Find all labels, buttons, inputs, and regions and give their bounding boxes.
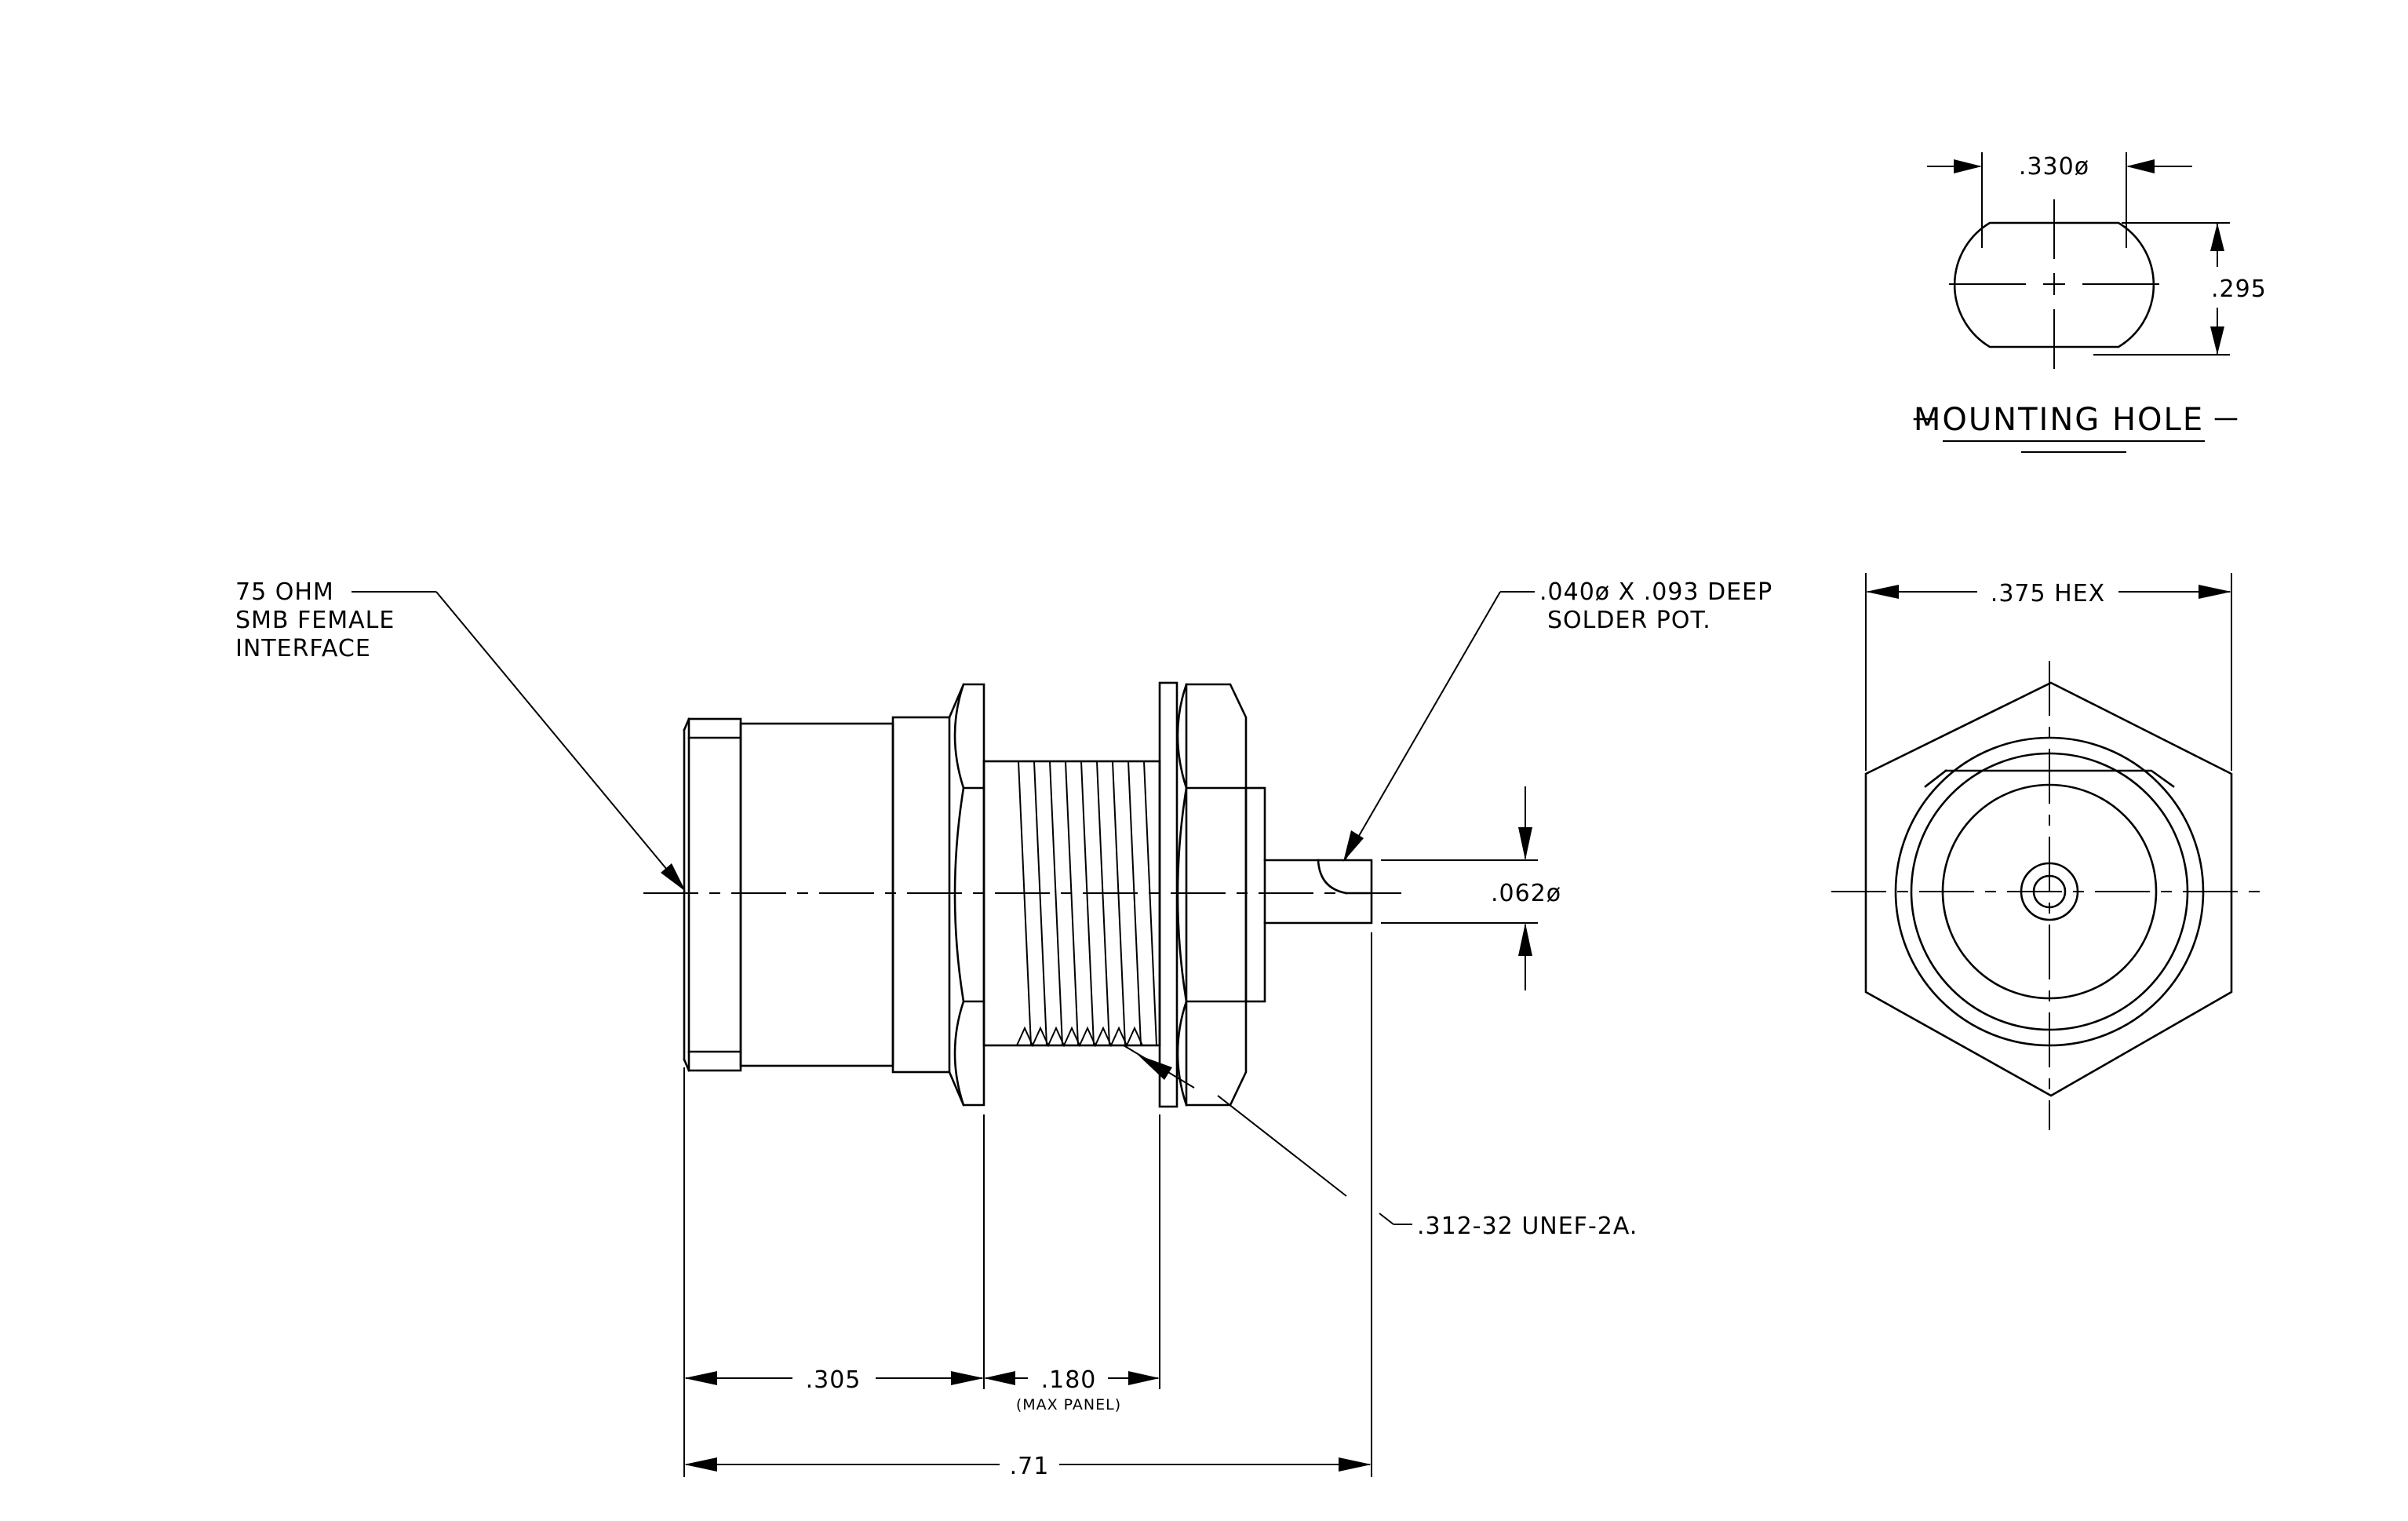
mounting-hole-view: .330ø .295 MOUNTING HOLE [1913, 152, 2267, 453]
interface-note-line-3: INTERFACE [235, 635, 371, 662]
interface-note: 75 OHM SMB FEMALE INTERFACE [235, 578, 686, 892]
panel-thickness-note: (MAX PANEL) [1016, 1396, 1121, 1413]
body-length-dimension: .305 [684, 1366, 984, 1394]
thread-spec-label: .312-32 UNEF-2A. [1417, 1213, 1638, 1240]
pin-diameter-dimension: .062ø [1381, 786, 1561, 990]
panel-nut [1185, 683, 1248, 1107]
solder-note-line-2: SOLDER POT. [1547, 607, 1711, 634]
solder-note-line-1: .040ø X .093 DEEP [1539, 578, 1772, 606]
body-flange [891, 716, 951, 1074]
threads [1018, 760, 1157, 1046]
rear-flange [1244, 786, 1266, 1003]
mounting-hole-title: MOUNTING HOLE [1914, 402, 2204, 438]
mounting-hole-outline [1953, 221, 2155, 348]
solder-pin [1263, 859, 1373, 925]
hex-size-label: .375 HEX [1991, 580, 2105, 607]
thread-note: .312-32 UNEF-2A. [1123, 1045, 1638, 1240]
body [739, 722, 894, 1067]
body-length-label: .305 [806, 1366, 862, 1394]
hex-nut-outline [1864, 681, 2233, 1097]
pin-diameter-label: .062ø [1491, 880, 1561, 907]
smb-collar [687, 717, 742, 1072]
solder-pot-note: .040ø X .093 DEEP SOLDER POT. [1343, 578, 1772, 862]
interface-note-line-1: 75 OHM [235, 578, 334, 606]
lockwasher [1158, 681, 1178, 1108]
overall-length-label: .71 [1010, 1453, 1050, 1480]
hole-flat-label: .295 [2211, 275, 2267, 303]
interface-note-line-2: SMB FEMALE [235, 607, 395, 634]
panel-thickness-dimension: .180 (MAX PANEL) [984, 1366, 1160, 1413]
overall-length-dimension: .71 [684, 1453, 1372, 1480]
front-view: .375 HEX [1831, 573, 2266, 1130]
panel-thickness-label: .180 [1041, 1366, 1097, 1394]
side-view: 75 OHM SMB FEMALE INTERFACE .040ø X .093… [235, 578, 1772, 1480]
hole-diameter-label: .330ø [2019, 153, 2089, 181]
